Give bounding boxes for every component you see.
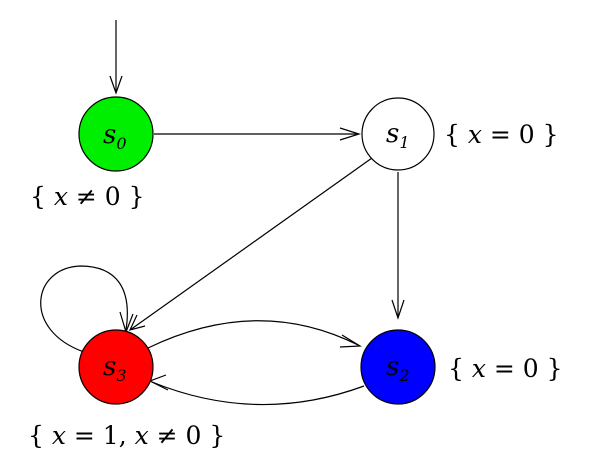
- label-s0: { x ≠ 0 }: [30, 182, 145, 211]
- state-circle: [361, 97, 435, 171]
- edge-s1-s2-head: [391, 299, 405, 320]
- state-label: s2: [386, 352, 410, 385]
- label-s3: { x = 1, x ≠ 0 }: [28, 421, 225, 450]
- edge-s1-s3: [129, 157, 373, 331]
- state-s2: s2: [360, 329, 436, 405]
- state-s1: s1: [361, 97, 435, 171]
- state-circle: [78, 96, 154, 172]
- label-s2: { x = 0 }: [448, 354, 563, 383]
- edge-s3-self-loop: [40, 265, 128, 353]
- state-circle: [360, 329, 436, 405]
- label-s1: { x = 0 }: [444, 120, 559, 149]
- state-s0: s0: [78, 96, 154, 172]
- state-label: s1: [386, 119, 410, 152]
- state-label: s3: [103, 352, 127, 385]
- state-label: s0: [103, 120, 127, 153]
- edge-s1-s3-head: [128, 314, 146, 331]
- edge-s3-s2: [147, 320, 359, 349]
- edge-s0-s1-head: [339, 127, 361, 141]
- state-circle: [78, 329, 154, 405]
- edge-s2-s3-head: [148, 374, 169, 391]
- edge-s3-s2-head: [339, 334, 362, 348]
- state-s3: s3: [78, 329, 154, 405]
- edge-s2-s3: [151, 381, 365, 406]
- initial-arrow-head: [109, 75, 123, 95]
